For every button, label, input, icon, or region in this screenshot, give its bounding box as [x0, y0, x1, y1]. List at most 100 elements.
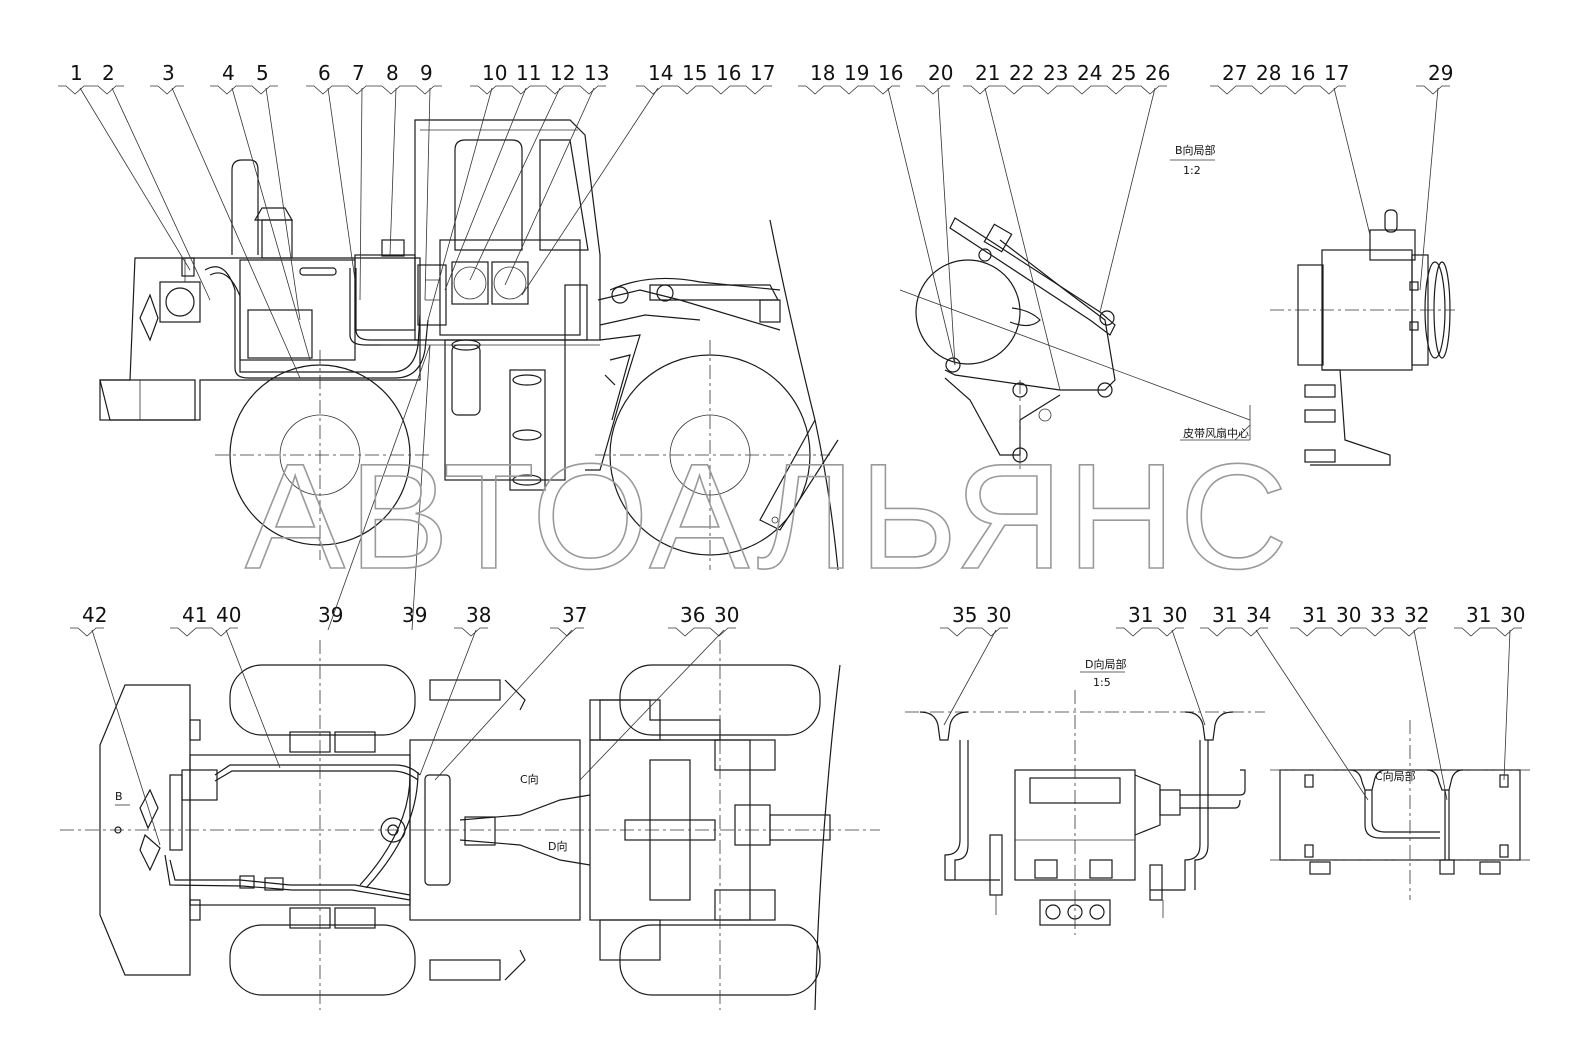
- leader-line: [1419, 87, 1439, 291]
- d-view-title: D向局部: [1085, 657, 1126, 671]
- callout-c12: 12: [550, 61, 575, 85]
- callout-c6: 6: [318, 61, 331, 85]
- c-arrow: C向: [520, 772, 539, 786]
- b-view-title: B向局部: [1175, 143, 1216, 157]
- leader-line: [937, 87, 956, 366]
- callout-c2: 2: [102, 61, 115, 85]
- callout-underline: [58, 85, 124, 95]
- callout-underline: [210, 85, 278, 95]
- b-view-detail: B向局部 1:2 皮带风扇中心: [899, 143, 1251, 470]
- callout-c22: 22: [1009, 61, 1034, 85]
- callout-c31b: 31: [1212, 603, 1237, 627]
- leader-line: [521, 87, 659, 296]
- callout-underline: [306, 85, 442, 95]
- callout-underline: [1116, 627, 1184, 637]
- b-view-scale: 1:2: [1183, 164, 1201, 177]
- leader-line: [984, 87, 1061, 391]
- leader-line: [171, 87, 301, 379]
- callout-underline: [798, 85, 900, 95]
- leader-line: [1333, 87, 1371, 236]
- loader-side-view: [99, 119, 839, 571]
- callout-c15: 15: [682, 61, 707, 85]
- callout-c34: 34: [1246, 603, 1271, 627]
- callout-c13: 13: [584, 61, 609, 85]
- callout-underline: [1290, 627, 1426, 637]
- leader-line: [327, 87, 356, 281]
- callout-c36: 36: [680, 603, 705, 627]
- callout-c16b: 16: [878, 61, 903, 85]
- leader-line: [444, 87, 527, 291]
- leader-line: [469, 87, 561, 281]
- leader-line: [1099, 87, 1156, 313]
- leader-line: [1171, 629, 1206, 726]
- callout-c10: 10: [482, 61, 507, 85]
- leader-line: [419, 629, 477, 776]
- callout-c5: 5: [256, 61, 269, 85]
- callout-underline: [170, 627, 238, 637]
- callout-underline: [150, 85, 184, 95]
- b-view-note: 皮带风扇中心: [1183, 426, 1249, 440]
- callout-c11: 11: [516, 61, 541, 85]
- callout-c35: 35: [952, 603, 977, 627]
- leader-line: [427, 87, 493, 321]
- leader-line: [579, 629, 725, 781]
- callout-c30e: 30: [1500, 603, 1525, 627]
- callout-c16a: 16: [716, 61, 741, 85]
- leader-line: [389, 87, 397, 256]
- callout-c27: 27: [1222, 61, 1247, 85]
- callout-underline: [470, 85, 606, 95]
- callout-c33: 33: [1370, 603, 1395, 627]
- callout-underline: [963, 85, 1167, 95]
- callout-c16c: 16: [1290, 61, 1315, 85]
- callout-c30c: 30: [1162, 603, 1187, 627]
- c-view-title: C向局部: [1375, 769, 1416, 783]
- callout-underline: [916, 85, 950, 95]
- callout-c32: 32: [1404, 603, 1429, 627]
- callout-c24: 24: [1077, 61, 1102, 85]
- callout-c30b: 30: [986, 603, 1011, 627]
- callout-c30a: 30: [714, 603, 739, 627]
- callout-underline: [550, 627, 584, 637]
- callout-c39b: 39: [402, 603, 427, 627]
- leader-line: [79, 87, 191, 271]
- callout-underline: [70, 627, 104, 637]
- callout-c3: 3: [162, 61, 175, 85]
- callout-underline: [1210, 85, 1346, 95]
- callout-c21: 21: [975, 61, 1000, 85]
- leader-line: [1413, 629, 1448, 801]
- callout-c9: 9: [420, 61, 433, 85]
- callout-c31d: 31: [1466, 603, 1491, 627]
- callout-underline: [1416, 85, 1450, 95]
- leader-line: [327, 344, 431, 631]
- callout-c26: 26: [1145, 61, 1170, 85]
- pump-side-view: [1270, 209, 1455, 466]
- callout-c17b: 17: [1324, 61, 1349, 85]
- callout-c18: 18: [810, 61, 835, 85]
- leader-line: [265, 87, 301, 321]
- callout-underline: [940, 627, 1008, 637]
- leader-line: [359, 87, 363, 301]
- leader-line: [91, 629, 161, 846]
- watermark: АВТОАЛЬЯНС: [245, 432, 1292, 600]
- callout-c1: 1: [70, 61, 83, 85]
- callout-underline: [1454, 627, 1522, 637]
- leader-line: [1503, 629, 1511, 781]
- leader-line: [111, 87, 211, 301]
- callout-c7: 7: [352, 61, 365, 85]
- callout-c14: 14: [648, 61, 673, 85]
- b-arrow: B: [115, 790, 123, 803]
- d-view-scale: 1:5: [1093, 676, 1111, 689]
- callout-c20: 20: [928, 61, 953, 85]
- callout-c29: 29: [1428, 61, 1453, 85]
- leader-line: [943, 629, 997, 726]
- callout-c41: 41: [182, 603, 207, 627]
- leader-line: [1255, 629, 1369, 801]
- callout-c30d: 30: [1336, 603, 1361, 627]
- loader-plan-view: C向 D向 B: [60, 640, 880, 1011]
- d-arrow: D向: [548, 839, 567, 853]
- callout-c31c: 31: [1302, 603, 1327, 627]
- leader-line: [411, 344, 431, 631]
- callout-c42: 42: [82, 603, 107, 627]
